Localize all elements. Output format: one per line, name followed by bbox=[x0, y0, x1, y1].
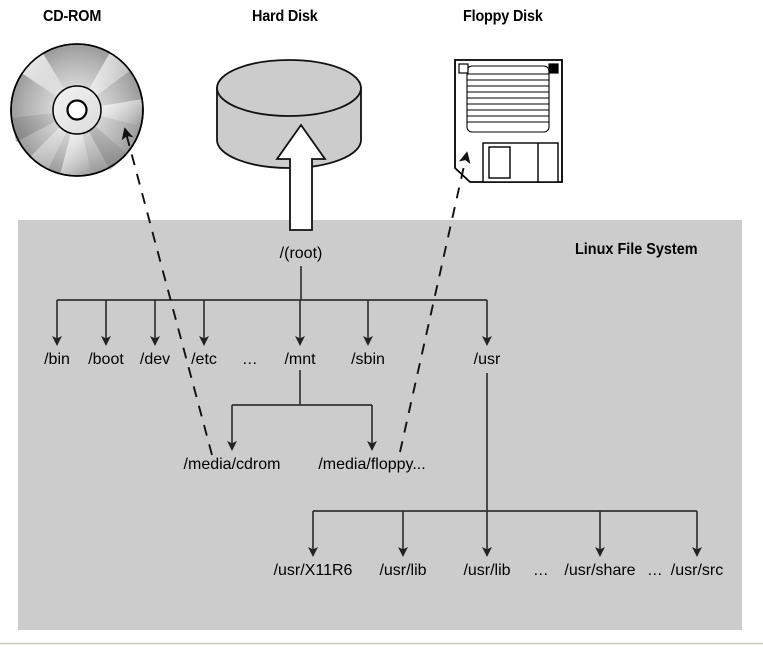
tree-node-usr-ellipsis-2: ... bbox=[647, 562, 663, 579]
floppy-icon bbox=[454, 59, 563, 183]
tree-node-bin: /bin bbox=[44, 351, 70, 368]
tree-node-usr: /usr bbox=[473, 351, 501, 368]
root-mount-arrow bbox=[275, 123, 327, 231]
filesystem-panel bbox=[18, 220, 742, 630]
tree-edges bbox=[52, 266, 702, 557]
tree-node-mnt: /mnt bbox=[284, 351, 316, 368]
tree-node-sbin: /sbin bbox=[351, 351, 385, 368]
tree-node-dev: /dev bbox=[139, 351, 171, 368]
tree-node-etc: /etc bbox=[191, 351, 217, 368]
tree-node-usr-lib-1: /usr/lib bbox=[379, 562, 427, 579]
tree-node-media-floppy: /media/floppy... bbox=[318, 456, 426, 473]
tree-node-usr-ellipsis-1: ... bbox=[533, 562, 549, 579]
tree-node-usr-share: /usr/share bbox=[564, 562, 636, 579]
cdrom-icon bbox=[10, 43, 144, 177]
cdrom-mount-link bbox=[121, 127, 213, 456]
device-title-harddisk: Hard Disk bbox=[252, 8, 318, 25]
tree-node-usr-x11r6: /usr/X11R6 bbox=[273, 562, 353, 579]
tree-node-media-cdrom: /media/cdrom bbox=[183, 456, 281, 473]
tree-node-usr-src: /usr/src bbox=[670, 562, 724, 579]
floppy-mount-link bbox=[399, 151, 471, 453]
device-title-floppy: Floppy Disk bbox=[463, 8, 543, 25]
tree-node-boot: /boot bbox=[88, 351, 124, 368]
tree-node-usr-lib-2: /usr/lib bbox=[463, 562, 511, 579]
panel-title: Linux File System bbox=[575, 241, 698, 258]
device-title-cdrom: CD-ROM bbox=[43, 8, 102, 25]
tree-node-root: /(root) bbox=[279, 245, 323, 262]
tree-node-level1-ellipsis: ... bbox=[242, 351, 258, 368]
